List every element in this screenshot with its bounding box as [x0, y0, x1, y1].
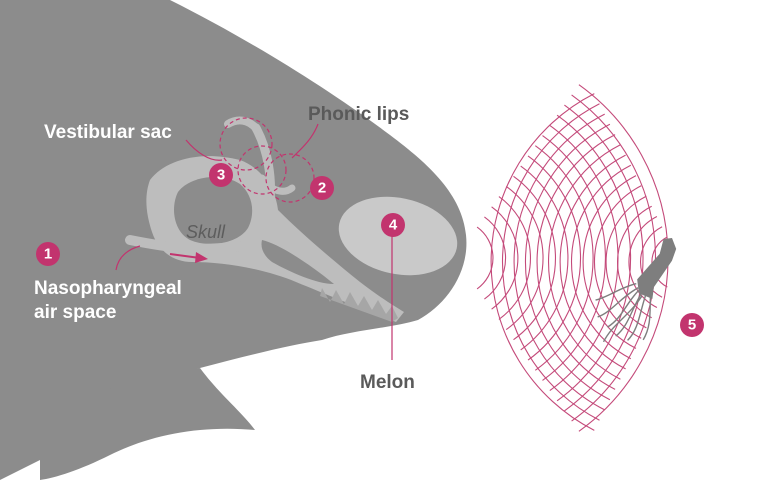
sound-waves: [477, 85, 668, 432]
badge-5-number: 5: [688, 317, 696, 334]
melon-label: Melon: [360, 372, 415, 393]
outgoing-wave-13: [564, 105, 643, 411]
nasopharyngeal-label-line2: air space: [34, 302, 116, 323]
badge-2-number: 2: [318, 180, 326, 197]
badge-1: 1: [36, 242, 60, 266]
skull-label: Skull: [186, 222, 226, 242]
badge-3: 3: [209, 163, 233, 187]
badge-5: 5: [680, 313, 704, 337]
outgoing-wave-9: [535, 146, 593, 371]
vestibular-sac-label: Vestibular sac: [44, 122, 172, 143]
badge-4: 4: [381, 213, 405, 237]
phonic-lips-label: Phonic lips: [308, 104, 409, 125]
outgoing-wave-10: [543, 136, 606, 381]
nasopharyngeal-label-line1: Nasopharyngeal: [34, 278, 182, 299]
outgoing-wave-7: [521, 166, 568, 350]
badge-3-number: 3: [217, 167, 225, 184]
echo-wave-14: [502, 104, 599, 420]
badge-1-number: 1: [44, 246, 52, 263]
badge-4-number: 4: [389, 217, 398, 234]
echo-wave-13: [514, 114, 605, 410]
badge-2: 2: [310, 176, 334, 200]
outgoing-wave-15: [579, 85, 668, 432]
squid-icon: [578, 224, 703, 360]
